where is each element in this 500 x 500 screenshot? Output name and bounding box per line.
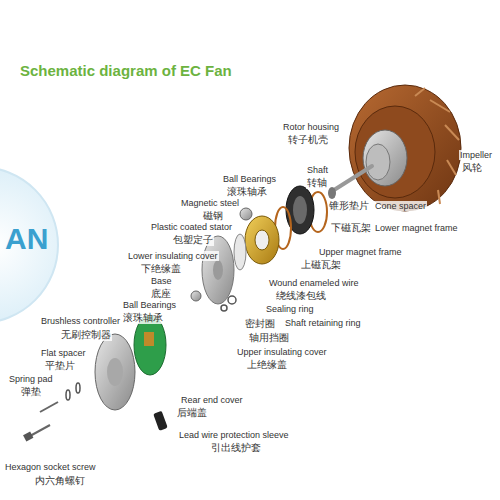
screw (40, 402, 58, 412)
spring-pad (66, 390, 70, 400)
part-label: 风轮 (461, 162, 483, 174)
part-label: Cone spacer (374, 201, 427, 211)
impeller-blades (415, 88, 459, 204)
part-label: Ball Bearings (222, 174, 277, 184)
part-label: 底座 (150, 288, 172, 300)
part-label: 磁钢 (202, 210, 224, 222)
base (202, 236, 234, 304)
rotor-housing-face (366, 144, 390, 180)
insulating-cover (234, 234, 246, 270)
part-label: Flat spacer (40, 348, 87, 358)
controller-component (144, 332, 154, 346)
impeller (349, 85, 461, 211)
brushless-controller (134, 315, 166, 375)
part-label: Lower magnet frame (374, 223, 459, 233)
part-label: Hexagon socket screw (4, 462, 97, 472)
part-label: 下绝缘盖 (140, 263, 182, 275)
screw-head (23, 431, 33, 441)
part-label: Lead wire protection sleeve (178, 430, 290, 440)
plastic-coated-stator (245, 216, 279, 264)
logo-circle (0, 167, 58, 323)
hexagon-socket-screw (30, 425, 50, 436)
part-label: Magnetic steel (180, 198, 240, 208)
flat-spacer (76, 383, 80, 393)
rear-end-cover (95, 334, 135, 410)
part-label: 上磁瓦架 (300, 259, 342, 271)
diagram-title: Schematic diagram of EC Fan (20, 62, 232, 79)
part-label: 转轴 (306, 177, 328, 189)
rear-end-cover-hub (107, 358, 123, 386)
part-label: Plastic coated stator (150, 222, 233, 232)
part-label: Base (150, 276, 173, 286)
part-label: 包塑定子 (172, 234, 214, 246)
cone-spacer (328, 187, 336, 199)
part-label: 内六角螺钉 (34, 475, 86, 487)
part-label: Lower insulating cover (127, 251, 219, 261)
base-hub (213, 260, 223, 280)
part-label: Shaft retaining ring (284, 318, 362, 328)
part-label: 平垫片 (44, 360, 76, 372)
part-label: Shaft (306, 165, 329, 175)
stator-bore (255, 230, 269, 250)
part-label: 滚珠轴承 (122, 312, 164, 324)
part-label: Spring pad (8, 374, 54, 384)
part-label: 后端盖 (176, 407, 208, 419)
part-label: 弹垫 (20, 386, 42, 398)
part-label: 滚珠轴承 (226, 186, 268, 198)
part-label: 引出线护套 (210, 442, 262, 454)
ball-bearing (191, 291, 201, 301)
sealing-ring (228, 296, 236, 304)
part-label: 密封圈 (244, 318, 276, 330)
part-label: Sealing ring (265, 304, 315, 314)
ball-bearing (240, 208, 252, 220)
part-label: 绕线漆包线 (275, 290, 327, 302)
part-label: Ball Bearings (122, 300, 177, 310)
part-label: 锥形垫片 (328, 200, 370, 212)
part-label: 无刷控制器 (60, 329, 112, 341)
shaft-retaining-ring (221, 305, 227, 311)
part-label: 上绝缘盖 (246, 359, 288, 371)
lead-wire-sleeve (153, 411, 168, 431)
part-label: 下磁瓦架 (330, 222, 372, 234)
part-label: Rear end cover (180, 395, 244, 405)
magnetic-steel-core (293, 196, 307, 224)
part-label: Upper insulating cover (236, 347, 328, 357)
logo-text: AN (4, 222, 49, 257)
part-label: Rotor housing (282, 122, 340, 132)
impeller-inner (355, 106, 435, 198)
shaft (334, 166, 372, 190)
part-label: 轴用挡圈 (248, 332, 290, 344)
part-label: Impeller (459, 150, 493, 160)
part-label: Upper magnet frame (318, 247, 403, 257)
part-label: Brushless controller (40, 316, 121, 326)
rotor-housing (363, 130, 407, 186)
part-label: 转子机壳 (287, 134, 329, 146)
part-label: Wound enameled wire (268, 278, 359, 288)
